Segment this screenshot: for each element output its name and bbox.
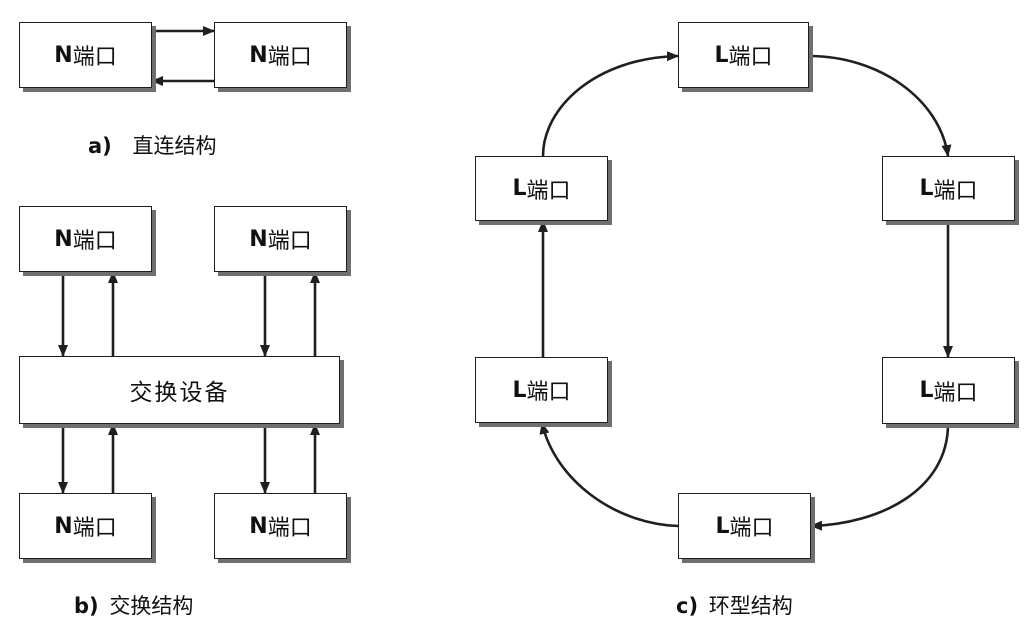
port-type-letter: L xyxy=(512,176,527,201)
c-ring-arrow-5 xyxy=(539,422,679,528)
port-type-letter: N xyxy=(54,513,73,539)
port-type-letter: N xyxy=(249,513,268,539)
port-type-letter: N xyxy=(249,226,268,252)
caption-c-text: 环型结构 xyxy=(708,594,793,618)
switch-device-label: 交换设备 xyxy=(129,380,230,406)
port-text: 端口 xyxy=(72,516,117,541)
port-text: 端口 xyxy=(526,178,571,204)
switch-device: 交换设备 xyxy=(19,356,340,424)
port-text: 端口 xyxy=(72,229,117,254)
port-text: 端口 xyxy=(267,45,312,70)
port-text: 端口 xyxy=(933,178,978,204)
c-ring-arrow-1 xyxy=(541,51,679,157)
port-text: 端口 xyxy=(72,45,117,70)
port-text: 端口 xyxy=(267,516,312,541)
caption-b-text: 交换结构 xyxy=(109,594,194,618)
port-type-letter: L xyxy=(715,513,730,539)
caption-b-letter: b) xyxy=(74,594,99,618)
caption-c-letter: c) xyxy=(676,594,699,618)
port-type-letter: N xyxy=(249,42,268,68)
port-text: 端口 xyxy=(526,380,571,405)
port-type-letter: N xyxy=(54,42,73,68)
port-text: 端口 xyxy=(933,380,978,406)
port-type-letter: L xyxy=(919,176,934,201)
caption-a: a) 直连结构 xyxy=(88,130,216,160)
c-ring-arrow-4 xyxy=(810,423,950,531)
c-ring-arrow-2 xyxy=(808,54,952,157)
port-type-letter: L xyxy=(919,378,934,403)
port-text: 端口 xyxy=(729,516,774,541)
port-type-letter: L xyxy=(714,42,729,68)
port-text: 端口 xyxy=(728,45,773,70)
port-type-letter: L xyxy=(512,377,527,403)
caption-a-letter: a) xyxy=(88,134,112,158)
caption-a-text: 直连结构 xyxy=(132,134,217,158)
port-text: 端口 xyxy=(267,229,312,254)
caption-c: c) 环型结构 xyxy=(676,590,793,620)
caption-b: b) 交换结构 xyxy=(74,590,193,620)
port-type-letter: N xyxy=(54,226,73,252)
